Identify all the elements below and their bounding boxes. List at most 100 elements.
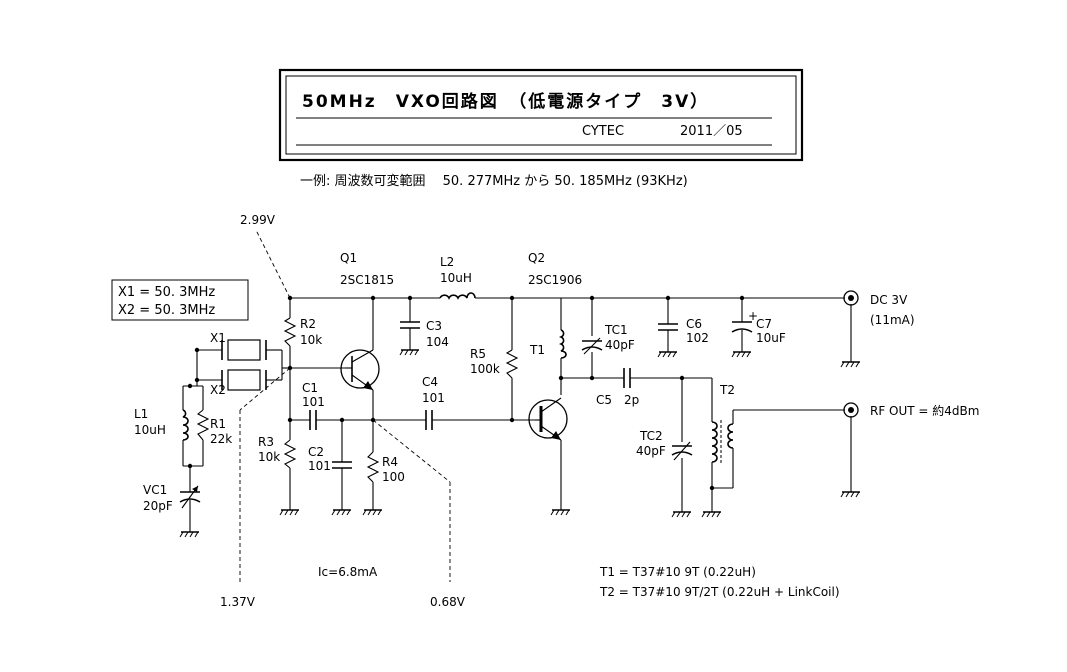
q2-part: 2SC1906 xyxy=(528,273,582,287)
x1-ref: X1 xyxy=(210,331,226,345)
l2-ref: L2 xyxy=(440,255,454,269)
wires xyxy=(182,297,852,532)
q2-ref: Q2 xyxy=(528,251,545,265)
ground-symbol xyxy=(657,351,677,358)
ground-symbol xyxy=(671,511,691,518)
example-note: 一例: 周波数可変範囲 50. 277MHz から 50. 185MHz (93… xyxy=(300,173,688,189)
title-company: CYTEC xyxy=(582,124,624,139)
r5-ref: R5 xyxy=(470,347,486,361)
voltage-base: 1.37V xyxy=(220,595,256,609)
resistor-r1 xyxy=(196,409,210,441)
capacitor-c2 xyxy=(332,461,352,469)
resistor-r3 xyxy=(283,439,297,469)
crystal-spec-box: X1 = 50. 3MHz X2 = 50. 3MHz xyxy=(111,279,249,321)
ground-symbol xyxy=(840,361,860,368)
r3-ref: R3 xyxy=(258,435,274,449)
ground-symbol xyxy=(840,491,860,498)
voltage-top: 2.99V xyxy=(240,213,276,227)
dc-current: (11mA) xyxy=(870,313,915,327)
varicap-vc1 xyxy=(179,485,201,509)
transformer-t1 xyxy=(559,329,567,359)
resistor-r5 xyxy=(505,349,519,379)
c3-ref: C3 xyxy=(426,319,442,333)
trimmer-tc1 xyxy=(581,337,603,355)
crystal-spec-line2: X2 = 50. 3MHz xyxy=(118,303,215,318)
resistor-r2 xyxy=(283,317,297,347)
t2-ref: T2 xyxy=(719,383,735,397)
x2-ref: X2 xyxy=(210,383,226,397)
c6-value: 102 xyxy=(686,331,709,345)
title-text: 50MHz VXO回路図 （低電源タイプ 3V） xyxy=(302,91,709,112)
title-box: 50MHz VXO回路図 （低電源タイプ 3V） CYTEC 2011／05 xyxy=(278,68,804,162)
inductor-l2 xyxy=(439,292,476,300)
capacitor-c1 xyxy=(309,410,317,430)
r4-ref: R4 xyxy=(382,455,398,469)
ground-symbol xyxy=(701,511,721,518)
t1-ref: T1 xyxy=(529,343,545,357)
c4-value: 101 xyxy=(422,391,445,405)
r2-value: 10k xyxy=(300,333,322,347)
ground-symbols xyxy=(179,349,860,538)
q1-part: 2SC1815 xyxy=(340,273,394,287)
transformer-t2 xyxy=(711,420,734,464)
rf-out-terminal xyxy=(843,402,859,418)
inductor-l1 xyxy=(182,409,189,441)
capacitor-c7: + xyxy=(731,309,758,333)
c1-value: 101 xyxy=(302,395,325,409)
tc2-value: 40pF xyxy=(636,444,666,458)
vc1-ref: VC1 xyxy=(143,483,167,497)
r5-value: 100k xyxy=(470,362,500,376)
capacitor-c5 xyxy=(623,368,631,388)
c3-value: 104 xyxy=(426,335,449,349)
ground-symbol xyxy=(179,531,199,538)
ground-symbol xyxy=(362,509,382,516)
r3-value: 10k xyxy=(258,450,280,464)
tc2-ref: TC2 xyxy=(639,429,663,443)
c5-ref: C5 xyxy=(596,393,612,407)
dc-label: DC 3V xyxy=(870,293,908,307)
c2-value: 101 xyxy=(308,459,331,473)
ground-symbol xyxy=(279,509,299,516)
note-t1: T1 = T37#10 9T (0.22uH) xyxy=(599,565,756,579)
c4-ref: C4 xyxy=(422,375,438,389)
transistor-q1 xyxy=(340,349,380,391)
l2-value: 10uH xyxy=(440,271,472,285)
c5-value: 2p xyxy=(624,393,639,407)
c7-value: 10uF xyxy=(756,331,786,345)
c7-ref: C7 xyxy=(756,317,772,331)
dc-terminal xyxy=(843,290,859,306)
svg-text:+: + xyxy=(748,309,758,323)
vc1-value: 20pF xyxy=(143,499,173,513)
resistor-r4 xyxy=(366,451,380,483)
crystal-x2 xyxy=(221,369,267,391)
c2-ref: C2 xyxy=(308,445,324,459)
r1-value: 22k xyxy=(210,432,232,446)
tc1-value: 40pF xyxy=(605,338,635,352)
transistor-q2 xyxy=(528,397,568,441)
ground-symbol xyxy=(731,351,751,358)
q1-ref: Q1 xyxy=(340,251,357,265)
capacitor-c4 xyxy=(425,410,433,430)
ground-symbol xyxy=(399,349,419,356)
capacitor-c6 xyxy=(658,323,678,331)
ground-symbol xyxy=(331,509,351,516)
l1-value: 10uH xyxy=(134,423,166,437)
trimmer-tc2 xyxy=(671,441,693,461)
voltage-leaders xyxy=(239,229,451,582)
c6-ref: C6 xyxy=(686,317,702,331)
crystal-spec-line1: X1 = 50. 3MHz xyxy=(118,285,215,300)
l1-ref: L1 xyxy=(134,407,148,421)
crystal-x1 xyxy=(221,339,267,361)
capacitor-c3 xyxy=(400,321,420,329)
ground-symbol xyxy=(550,509,570,516)
voltage-emitter: 0.68V xyxy=(430,595,466,609)
r4-value: 100 xyxy=(382,470,405,484)
tc1-ref: TC1 xyxy=(604,323,628,337)
r2-ref: R2 xyxy=(300,317,316,331)
ic-note: Ic=6.8mA xyxy=(318,565,378,579)
title-date: 2011／05 xyxy=(680,124,743,139)
c1-ref: C1 xyxy=(302,381,318,395)
note-t2: T2 = T37#10 9T/2T (0.22uH + LinkCoil) xyxy=(599,585,840,599)
r1-ref: R1 xyxy=(210,417,226,431)
